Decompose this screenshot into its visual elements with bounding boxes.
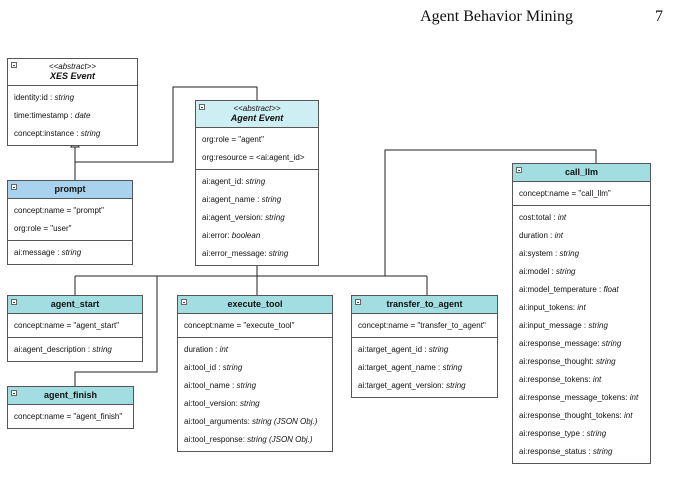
attribute-row: concept:name = "agent_start" — [14, 321, 120, 330]
attribute-section: ai:agent_description : string — [8, 338, 142, 361]
attribute-row: ai:system : string — [519, 249, 580, 258]
attribute-row: ai:input_message : string — [519, 321, 608, 330]
page-header: Agent Behavior Mining 7 — [0, 0, 683, 30]
attribute-row: ai:agent_id: string — [202, 177, 266, 186]
class-execute-tool[interactable]: execute_tool concept:name = "execute_too… — [177, 295, 333, 452]
attribute-row: ai:agent_description : string — [14, 345, 112, 354]
collapse-icon[interactable] — [199, 104, 205, 110]
class-name: execute_tool — [227, 299, 283, 309]
attribute-section: concept:name = "agent_finish" — [8, 405, 133, 428]
class-header: transfer_to_agent — [352, 296, 497, 314]
class-header: agent_start — [8, 296, 142, 314]
collapse-icon[interactable] — [11, 390, 17, 396]
collapse-icon[interactable] — [516, 167, 522, 173]
attribute-section: concept:name = "agent_start" — [8, 314, 142, 338]
attribute-section: ai:message : string — [8, 241, 132, 264]
attribute-section: identity:id : string time:timestamp : da… — [8, 86, 137, 145]
class-name: transfer_to_agent — [386, 299, 463, 309]
attribute-row: org:role = "agent" — [202, 135, 264, 144]
class-agent-start[interactable]: agent_start concept:name = "agent_start"… — [7, 295, 143, 362]
attribute-row: org:role = "user" — [14, 224, 72, 233]
attribute-row: concept:name = "prompt" — [14, 206, 104, 215]
attribute-row: duration : int — [519, 231, 564, 240]
connector-agent-finish — [74, 276, 158, 386]
class-name: agent_start — [50, 299, 100, 309]
connector-agent-event-to-xes-event — [75, 86, 258, 163]
attribute-section: concept:name = "call_llm" — [513, 182, 650, 206]
class-header: agent_finish — [8, 387, 133, 405]
attribute-row: ai:error: boolean — [202, 231, 261, 240]
attribute-row: ai:target_agent_name : string — [358, 363, 463, 372]
attribute-section: concept:name = "prompt" org:role = "user… — [8, 199, 132, 241]
attribute-row: time:timestamp : date — [14, 111, 91, 120]
attribute-section: concept:name = "execute_tool" — [178, 314, 332, 338]
connector-call-llm — [384, 149, 597, 276]
class-header: <<abstract>> Agent Event — [196, 101, 318, 128]
attribute-row: duration : int — [184, 345, 229, 354]
class-stereotype: <<abstract>> — [233, 104, 281, 113]
attribute-row: identity:id : string — [14, 93, 75, 102]
class-name: Agent Event — [230, 113, 284, 123]
class-name: agent_finish — [43, 390, 97, 400]
attribute-row: ai:tool_response: string (JSON Obj.) — [184, 435, 313, 444]
class-xes-event[interactable]: <<abstract>> XES Event identity:id : str… — [7, 58, 138, 146]
attribute-row: concept:name = "transfer_to_agent" — [358, 321, 486, 330]
attribute-section: duration : int ai:tool_id : string ai:to… — [178, 338, 332, 451]
collapse-icon[interactable] — [11, 184, 17, 190]
attribute-row: ai:tool_arguments: string (JSON Obj.) — [184, 417, 318, 426]
attribute-row: ai:agent_version: string — [202, 213, 285, 222]
attribute-row: ai:response_thought: string — [519, 357, 616, 366]
attribute-row: concept:name = "call_llm" — [519, 189, 611, 198]
class-header: execute_tool — [178, 296, 332, 314]
class-header: <<abstract>> XES Event — [8, 59, 137, 86]
attribute-section: ai:agent_id: string ai:agent_name : stri… — [196, 170, 318, 265]
attribute-row: concept:name = "agent_finish" — [14, 412, 123, 421]
collapse-icon[interactable] — [181, 299, 187, 305]
attribute-row: ai:tool_version: string — [184, 399, 260, 408]
attribute-row: ai:model : string — [519, 267, 576, 276]
attribute-row: ai:agent_name : string — [202, 195, 282, 204]
attribute-row: ai:target_agent_version: string — [358, 381, 466, 390]
class-call-llm[interactable]: call_llm concept:name = "call_llm" cost:… — [512, 163, 651, 464]
attribute-row: ai:tool_id : string — [184, 363, 243, 372]
class-name: prompt — [54, 184, 86, 194]
class-header: call_llm — [513, 164, 650, 182]
class-transfer-to-agent[interactable]: transfer_to_agent concept:name = "transf… — [351, 295, 498, 398]
attribute-row: concept:instance : string — [14, 129, 101, 138]
attribute-row: cost:total : int — [519, 213, 567, 222]
attribute-row: ai:message : string — [14, 248, 82, 257]
attribute-row: ai:response_tokens: int — [519, 375, 602, 384]
class-name: call_llm — [564, 167, 599, 177]
class-prompt[interactable]: prompt concept:name = "prompt" org:role … — [7, 180, 133, 265]
attribute-row: ai:input_tokens: int — [519, 303, 586, 312]
page-number: 7 — [655, 8, 663, 25]
class-header: prompt — [8, 181, 132, 199]
attribute-section: ai:target_agent_id : string ai:target_ag… — [352, 338, 497, 397]
attribute-row: org:resource = <ai:agent_id> — [202, 153, 305, 162]
class-agent-finish[interactable]: agent_finish concept:name = "agent_finis… — [7, 386, 134, 429]
attribute-row: ai:response_message: string — [519, 339, 622, 348]
attribute-row: ai:response_message_tokens: int — [519, 393, 639, 402]
page-title: Agent Behavior Mining — [420, 8, 573, 25]
class-stereotype: <<abstract>> — [48, 62, 97, 71]
attribute-section: org:role = "agent" org:resource = <ai:ag… — [196, 128, 318, 170]
collapse-icon[interactable] — [355, 299, 361, 305]
attribute-row: ai:model_temperature : float — [519, 285, 619, 294]
attribute-row: ai:response_thought_tokens: int — [519, 411, 633, 420]
attribute-row: ai:response_status : string — [519, 447, 613, 456]
attribute-section: concept:name = "transfer_to_agent" — [352, 314, 497, 338]
class-agent-event[interactable]: <<abstract>> Agent Event org:role = "age… — [195, 100, 319, 266]
attribute-row: ai:target_agent_id : string — [358, 345, 449, 354]
collapse-icon[interactable] — [11, 62, 17, 68]
class-name: XES Event — [49, 71, 96, 81]
attribute-row: ai:tool_name : string — [184, 381, 257, 390]
attribute-row: concept:name = "execute_tool" — [184, 321, 295, 330]
collapse-icon[interactable] — [11, 299, 17, 305]
attribute-section: cost:total : int duration : int ai:syste… — [513, 206, 650, 463]
attribute-row: ai:response_type : string — [519, 429, 607, 438]
attribute-row: ai:error_message: string — [202, 249, 289, 258]
